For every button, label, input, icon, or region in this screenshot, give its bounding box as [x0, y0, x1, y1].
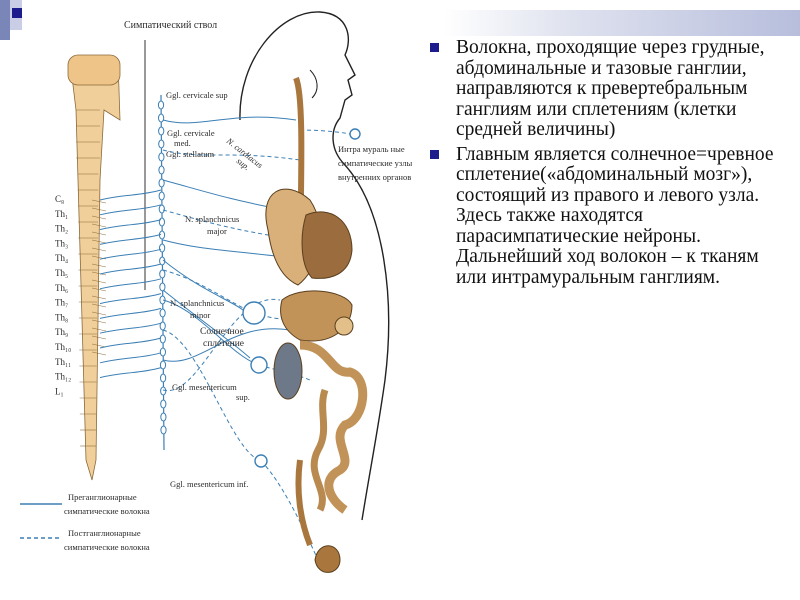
- stomach: [335, 317, 353, 335]
- bullet-item: Волокна, проходящие через грудные, абдом…: [428, 38, 792, 141]
- preganglionic-fiber: [100, 220, 161, 230]
- preganglionic-fiber: [100, 234, 161, 244]
- preganglionic-fiber: [100, 205, 161, 215]
- sympathetic-chain-ganglion: [159, 218, 164, 226]
- vertebra-label: Th₇: [55, 298, 68, 308]
- sympathetic-chain-ganglion: [161, 400, 166, 408]
- label-solar-plexus: сплетение: [203, 339, 244, 349]
- sympathetic-chain-ganglion: [159, 192, 164, 200]
- legend-postganglionic-label: Постганглионарные: [68, 528, 141, 538]
- label-n-splanchnicus-minor: N. splanchnicus: [170, 298, 224, 308]
- preganglionic-fiber: [100, 190, 161, 200]
- vertebra-label: Th₁: [55, 209, 68, 219]
- preganglionic-fiber: [100, 368, 161, 378]
- label-ggl-mesentericum-inf: Ggl. mesentericum inf.: [170, 479, 248, 489]
- kidney: [274, 343, 302, 399]
- sympathetic-chain-ganglion: [161, 387, 166, 395]
- sympathetic-chain-ganglion: [160, 348, 165, 356]
- sympathetic-chain-ganglion: [160, 309, 165, 317]
- label-ggl-mesentericum-sup: sup.: [236, 392, 250, 402]
- sympathetic-chain-ganglion: [160, 283, 165, 291]
- slide-text-panel: Волокна, проходящие через грудные, абдом…: [428, 38, 792, 292]
- preganglionic-fiber: [100, 323, 161, 333]
- bullet-item: Главным является солнечное=чревное сплет…: [428, 145, 792, 289]
- label-ggl-cervicale-med: Ggl. cervicale: [167, 128, 215, 138]
- mesenteric-inf-ganglion: [255, 455, 267, 467]
- spinal-column: [68, 55, 120, 480]
- label-ggl-stellatum: Ggl. stellatum: [166, 149, 215, 159]
- rectum: [298, 460, 310, 545]
- intramural-ganglion-legend-circle: [350, 129, 360, 139]
- label-ggl-cervicale-sup: Ggl. cervicale sup: [166, 90, 228, 100]
- preganglionic-fiber: [100, 338, 161, 348]
- sympathetic-chain-ganglion: [159, 166, 164, 174]
- label-n-splanchnicus-minor: minor: [190, 310, 210, 320]
- preganglionic-fiber: [100, 279, 161, 289]
- sympathetic-chain-ganglion: [158, 101, 163, 109]
- bullet-square-icon: [430, 43, 439, 52]
- vertebra-label: Th₁₀: [55, 342, 71, 352]
- solar-plexus-ganglion: [243, 302, 265, 324]
- title-gradient-bar: [444, 10, 800, 36]
- nerve-fiber: [163, 117, 296, 123]
- bullet-text: Волокна, проходящие через грудные, абдом…: [456, 37, 765, 140]
- small-intestine: [300, 345, 363, 510]
- label-intramural: Интра мураль ные: [338, 144, 405, 154]
- throat-outline: [310, 70, 317, 98]
- sympathetic-chain-ganglion: [159, 127, 164, 135]
- large-intestine: [314, 390, 325, 510]
- label-n-splanchnicus-major: N. splanchnicus: [185, 214, 239, 224]
- vertebra-label: Th₂: [55, 224, 68, 234]
- sympathetic-chain-ganglion: [161, 374, 166, 382]
- legend-preganglionic-label: симпатические волокна: [64, 506, 150, 516]
- label-sympathetic-trunk: Симпатический ствол: [124, 20, 217, 31]
- bullet-text: Главным является солнечное=чревное сплет…: [456, 144, 774, 288]
- sympathetic-chain-ganglion: [161, 426, 166, 434]
- vertebra-label: Th₈: [55, 312, 68, 322]
- preganglionic-fiber: [100, 353, 161, 363]
- vertebra-label: Th₁₁: [55, 357, 71, 367]
- preganglionic-fiber: [100, 294, 161, 304]
- sympathetic-chain-ganglion: [159, 114, 164, 122]
- sympathetic-chain-ganglion: [160, 335, 165, 343]
- label-solar-plexus: Солнечное: [200, 327, 244, 337]
- sympathetic-chain-ganglion: [159, 153, 164, 161]
- preganglionic-fiber: [100, 264, 161, 274]
- vertebra-label: Th₉: [55, 327, 68, 337]
- lung: [302, 212, 352, 278]
- label-ggl-mesentericum-sup: Ggl. mesentericum: [172, 382, 237, 392]
- sympathetic-chain-ganglion: [161, 413, 166, 421]
- sympathetic-chain-ganglion: [160, 361, 165, 369]
- label-ggl-cervicale-med: med.: [174, 138, 191, 148]
- vertebra-label: Th₆: [55, 283, 68, 293]
- sympathetic-chain-ganglion: [160, 244, 165, 252]
- sympathetic-chain-ganglion: [159, 205, 164, 213]
- legend-postganglionic-label: симпатические волокна: [64, 542, 150, 552]
- vertebra-label: C₈: [55, 194, 64, 204]
- sympathetic-nervous-system-diagram: C₈ Th₁ Th₂ Th₃ Th₄ Th₅ Th₆ Th₇ Th₈ Th₉ Th₁₀ Th₁₁ Th₁…: [0, 0, 440, 600]
- sympathetic-chain-ganglion: [160, 270, 165, 278]
- vertebra-label: Th₅: [55, 268, 68, 278]
- preganglionic-fiber: [100, 308, 161, 318]
- label-intramural: симпатические узлы: [338, 158, 413, 168]
- sympathetic-chain-ganglion: [159, 140, 164, 148]
- mesenteric-sup-ganglion: [251, 357, 267, 373]
- label-intramural: внутренних органов: [338, 172, 411, 182]
- preganglionic-fiber: [100, 249, 161, 259]
- legend-preganglionic-label: Преганглионарные: [68, 492, 137, 502]
- label-n-splanchnicus-major: major: [207, 226, 227, 236]
- vertebra-label: Th₁₂: [55, 372, 71, 382]
- vertebra-label: Th₄: [55, 253, 68, 263]
- bullet-square-icon: [430, 150, 439, 159]
- postganglionic-fiber: [300, 130, 350, 134]
- bladder: [315, 546, 340, 573]
- vertebra-label: L₁: [55, 386, 64, 396]
- vertebra-label: Th₃: [55, 238, 68, 248]
